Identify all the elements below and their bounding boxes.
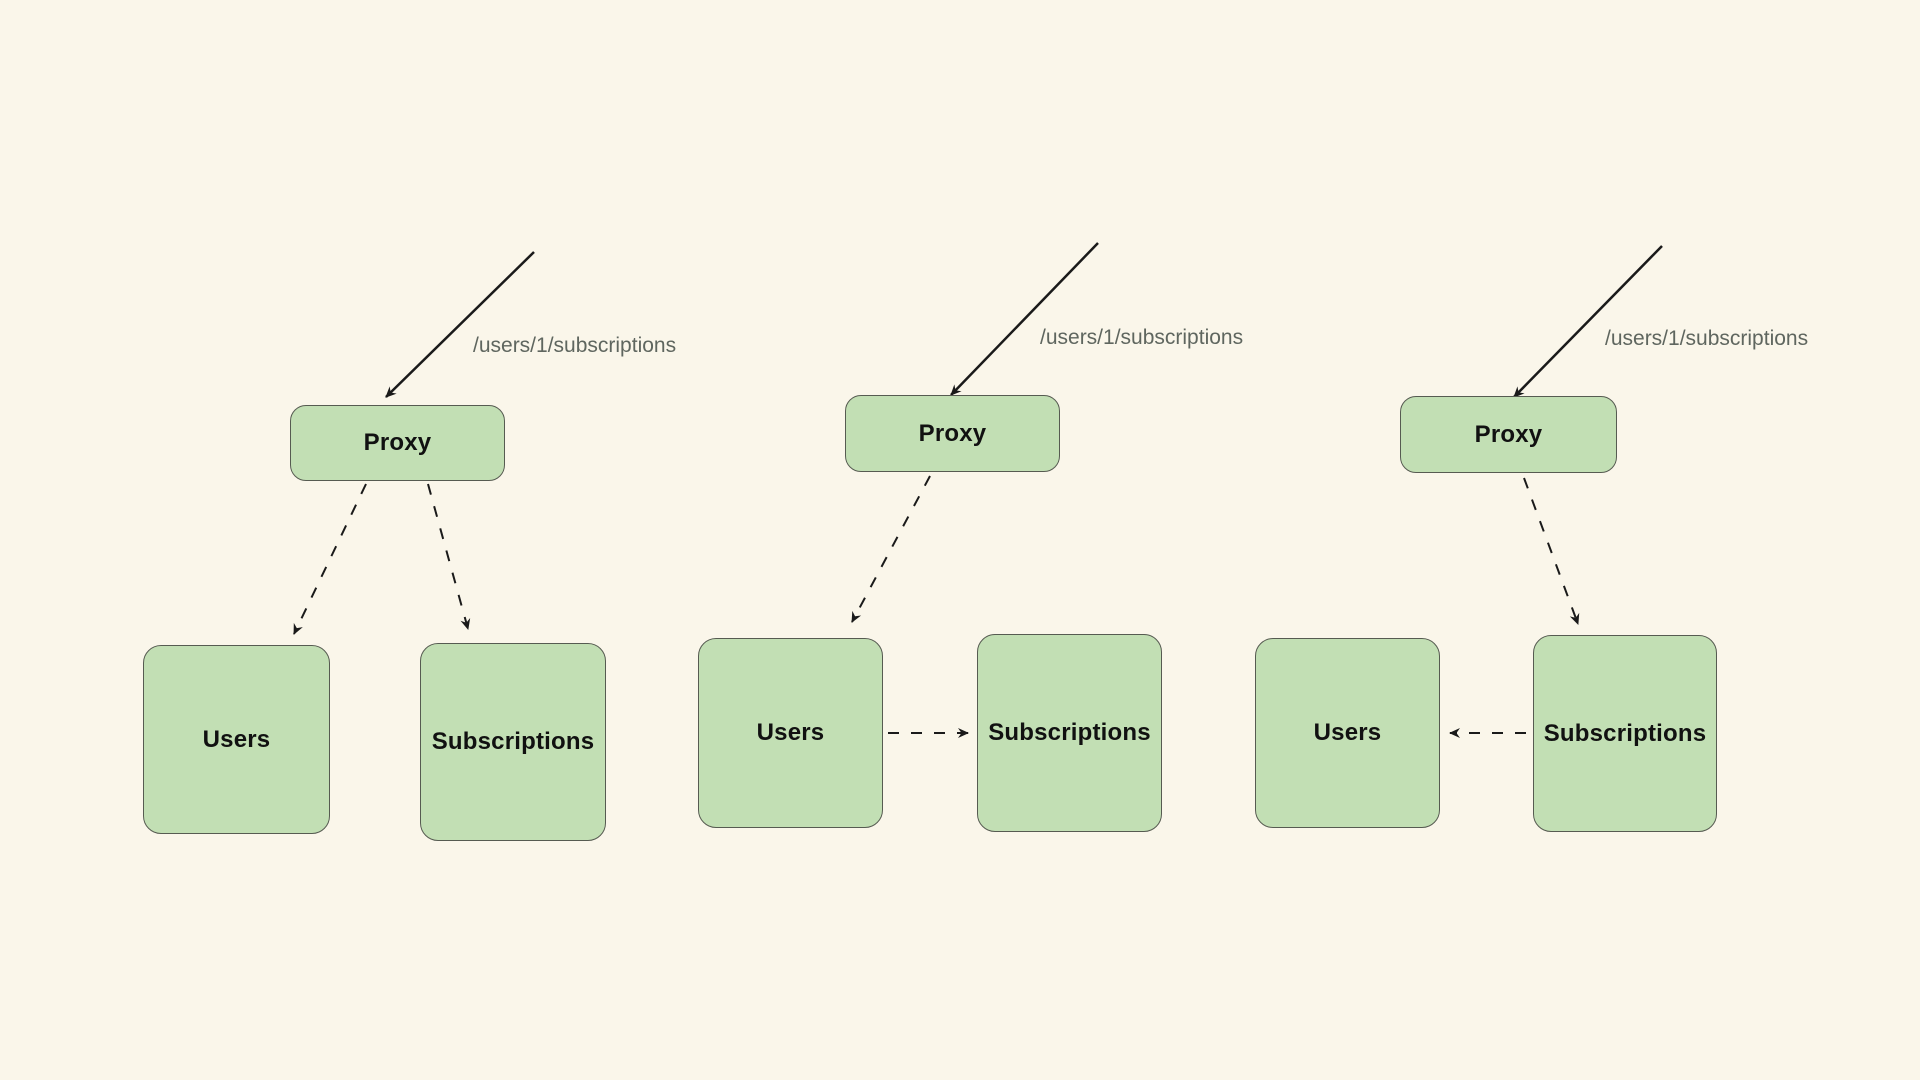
users-node-label: Users xyxy=(756,719,825,746)
request-path-label: /users/1/subscriptions xyxy=(1605,327,1809,350)
users-node-label: Users xyxy=(1313,719,1382,746)
subscriptions-node-label: Subscriptions xyxy=(988,719,1151,746)
request-path-label: /users/1/subscriptions xyxy=(473,334,677,357)
request-path-label: /users/1/subscriptions xyxy=(1040,326,1244,349)
users-node: Users xyxy=(143,645,330,834)
proxy-node-label: Proxy xyxy=(918,419,987,447)
proxy-to-users-dashed-arrow-1 xyxy=(293,483,367,635)
proxy-node-label: Proxy xyxy=(1474,420,1543,448)
proxy-to-subscriptions-dashed-arrow-3 xyxy=(1523,477,1580,625)
subscriptions-node: Subscriptions xyxy=(977,634,1162,832)
incoming-request-arrow-2 xyxy=(950,242,1099,396)
proxy-node-label: Proxy xyxy=(363,429,432,456)
proxy-node: Proxy xyxy=(845,395,1060,472)
users-node-label: Users xyxy=(202,725,271,753)
proxy-node: Proxy xyxy=(1400,396,1617,473)
users-node: Users xyxy=(698,638,883,828)
proxy-to-subscriptions-dashed-arrow-1 xyxy=(427,483,471,630)
subscriptions-node: Subscriptions xyxy=(1533,635,1717,832)
subscriptions-node-label: Subscriptions xyxy=(431,728,595,755)
proxy-to-users-dashed-arrow-2 xyxy=(851,475,931,623)
incoming-request-arrow-1 xyxy=(385,251,535,398)
subscriptions-node-label: Subscriptions xyxy=(1543,719,1707,747)
subscriptions-node: Subscriptions xyxy=(420,643,606,841)
proxy-node: Proxy xyxy=(290,405,505,481)
users-node: Users xyxy=(1255,638,1440,828)
incoming-request-arrow-3 xyxy=(1513,245,1663,398)
